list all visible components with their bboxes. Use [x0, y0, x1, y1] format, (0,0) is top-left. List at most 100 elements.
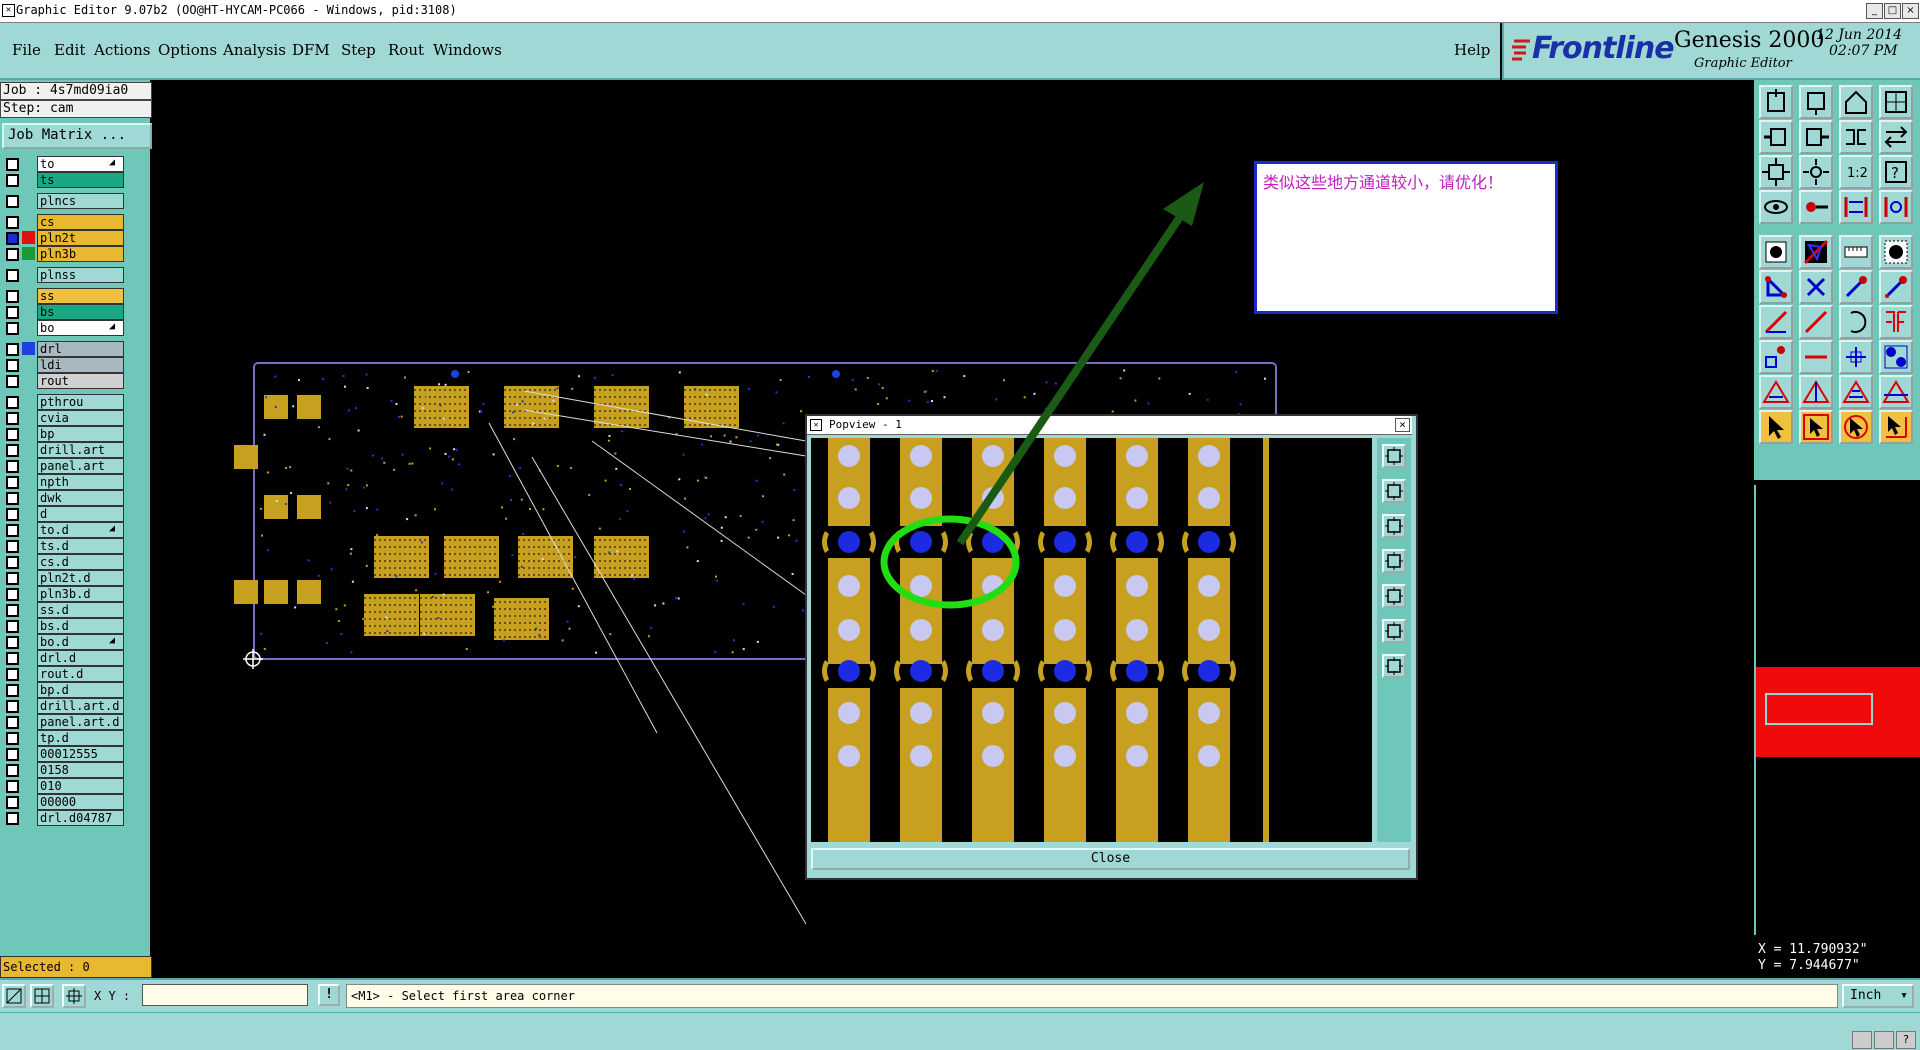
menu-file[interactable]: File [12, 41, 41, 59]
layer-row[interactable]: 00000 [3, 794, 124, 810]
layer-row[interactable]: drill.art.d [3, 698, 124, 714]
layer-name[interactable]: bs.d [37, 618, 124, 634]
help-icon[interactable]: ? [1879, 155, 1913, 189]
layer-row[interactable]: panel.art.d [3, 714, 124, 730]
node-icon[interactable] [1759, 270, 1793, 304]
layer-zoom-icon[interactable] [1759, 85, 1793, 119]
layer-checkbox[interactable] [6, 158, 19, 171]
layer-checkbox[interactable] [6, 556, 19, 569]
layer-name[interactable]: plncs [37, 193, 124, 209]
line-icon[interactable] [1759, 305, 1793, 339]
move-up-icon[interactable] [1799, 85, 1833, 119]
layer-checkbox[interactable] [6, 604, 19, 617]
layer-checkbox[interactable] [6, 216, 19, 229]
layer-row[interactable]: to◢ [3, 156, 124, 172]
layer-name[interactable]: bp [37, 426, 124, 442]
layer-checkbox[interactable] [6, 232, 19, 245]
job-matrix-button[interactable]: Job Matrix ... [2, 123, 152, 149]
layer-checkbox[interactable] [6, 812, 19, 825]
popview-close-icon[interactable]: × [1395, 418, 1410, 432]
layer-checkbox[interactable] [6, 588, 19, 601]
layer-name[interactable]: pln2t.d [37, 570, 124, 586]
layer-row[interactable]: drl.d04787 [3, 810, 124, 826]
layer-row[interactable]: 0158 [3, 762, 124, 778]
layer-checkbox[interactable] [6, 248, 19, 261]
layer-row[interactable]: pln2t.d [3, 570, 124, 586]
layer-checkbox[interactable] [6, 444, 19, 457]
menu-dfm[interactable]: DFM [292, 41, 330, 59]
poly-icon[interactable] [1799, 235, 1833, 269]
menu-options[interactable]: Options [158, 41, 218, 59]
view-up-icon[interactable] [1382, 479, 1406, 503]
layer-name[interactable]: dwk [37, 490, 124, 506]
group-icon[interactable] [1879, 340, 1913, 374]
layer-checkbox[interactable] [6, 375, 19, 388]
layer-name[interactable]: ts.d [37, 538, 124, 554]
layer-row[interactable]: ts [3, 172, 124, 188]
units-select[interactable]: Inch ▾ [1842, 984, 1914, 1008]
layer-checkbox[interactable] [6, 195, 19, 208]
layer-name[interactable]: cs.d [37, 554, 124, 570]
layer-checkbox[interactable] [6, 620, 19, 633]
layer-name[interactable]: bo [37, 320, 124, 336]
layer-name[interactable]: pln3b [37, 246, 124, 262]
popview-zoom[interactable] [811, 438, 1372, 842]
layer-checkbox[interactable] [6, 396, 19, 409]
layer-name[interactable]: cs [37, 214, 124, 230]
menu-analysis[interactable]: Analysis [223, 41, 286, 59]
triangle-b-icon[interactable] [1879, 375, 1913, 409]
swap-icon[interactable] [1879, 120, 1913, 154]
layer-row[interactable]: pln2t [3, 230, 124, 246]
layer-row[interactable]: npth [3, 474, 124, 490]
layer-name[interactable]: drill.art [37, 442, 124, 458]
layer-name[interactable]: drl [37, 341, 124, 357]
triangle-a-icon[interactable] [1839, 375, 1873, 409]
layer-checkbox[interactable] [6, 508, 19, 521]
popview-close-button[interactable]: Close [811, 848, 1410, 870]
layer-row[interactable]: panel.art [3, 458, 124, 474]
layer-name[interactable]: to [37, 156, 124, 172]
pointer-multi-icon[interactable] [1879, 410, 1913, 444]
layer-row[interactable]: bo◢ [3, 320, 124, 336]
move-right-icon[interactable] [1799, 120, 1833, 154]
layer-checkbox[interactable] [6, 343, 19, 356]
window-split-icon[interactable] [1879, 85, 1913, 119]
layer-row[interactable]: bp.d [3, 682, 124, 698]
vertex-alt-icon[interactable] [1879, 270, 1913, 304]
pointer-icon[interactable] [1759, 410, 1793, 444]
layer-checkbox[interactable] [6, 700, 19, 713]
measure-icon[interactable] [1759, 340, 1793, 374]
xy-input[interactable] [142, 984, 308, 1006]
layer-checkbox[interactable] [6, 460, 19, 473]
layer-checkbox[interactable] [6, 572, 19, 585]
layer-checkbox[interactable] [6, 652, 19, 665]
snap-mode-icon[interactable] [2, 984, 26, 1008]
popview-canvas[interactable] [811, 438, 1372, 842]
layer-row[interactable]: pln3b [3, 246, 124, 262]
layer-row[interactable]: to.d◢ [3, 522, 124, 538]
menu-step[interactable]: Step [341, 41, 376, 59]
layer-row[interactable]: 00012555 [3, 746, 124, 762]
layer-row[interactable]: plnss [3, 267, 124, 283]
layer-checkbox[interactable] [6, 290, 19, 303]
trace-icon[interactable] [1799, 340, 1833, 374]
pointer-box-icon[interactable] [1799, 410, 1833, 444]
layer-name[interactable]: 010 [37, 778, 124, 794]
scale-1-2-icon[interactable]: 1:2 [1839, 155, 1873, 189]
layer-row[interactable]: ts.d [3, 538, 124, 554]
layer-checkbox[interactable] [6, 796, 19, 809]
layer-row[interactable]: tp.d [3, 730, 124, 746]
layer-name[interactable]: pln3b.d [37, 586, 124, 602]
close-icon[interactable]: × [1902, 3, 1919, 19]
pointer-rot-icon[interactable] [1839, 410, 1873, 444]
layer-row[interactable]: ss [3, 288, 124, 304]
layer-row[interactable]: cvia [3, 410, 124, 426]
help-question-icon[interactable]: ? [1896, 1031, 1916, 1049]
layer-name[interactable]: cvia [37, 410, 124, 426]
dot-icon[interactable] [1879, 235, 1913, 269]
layer-checkbox[interactable] [6, 476, 19, 489]
mirror-icon[interactable] [1839, 120, 1873, 154]
layer-row[interactable]: pthrou [3, 394, 124, 410]
layer-name[interactable]: ldi [37, 357, 124, 373]
fit-icon[interactable] [1759, 155, 1793, 189]
